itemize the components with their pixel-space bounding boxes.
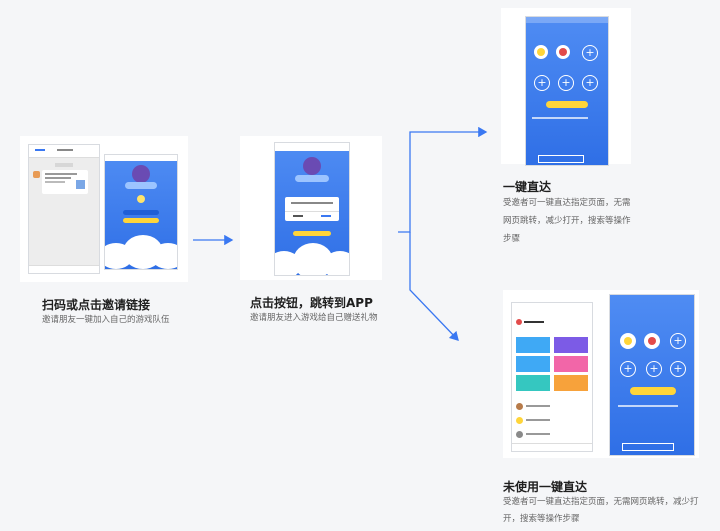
player-avatar-1 — [620, 333, 636, 349]
cancel-button[interactable] — [293, 215, 303, 217]
avatar-icon — [137, 195, 145, 203]
player-avatar-2 — [644, 333, 660, 349]
avatar-icon — [33, 171, 40, 178]
plus-icon[interactable]: + — [558, 75, 574, 91]
plus-icon[interactable]: + — [582, 45, 598, 61]
game-tile[interactable] — [516, 356, 550, 372]
game-tile[interactable] — [554, 356, 588, 372]
avatar-icon — [516, 431, 523, 438]
plus-icon[interactable]: + — [646, 361, 662, 377]
plus-icon[interactable]: + — [534, 75, 550, 91]
start-game-button[interactable] — [630, 387, 676, 395]
chat-input[interactable] — [538, 155, 584, 163]
mascot-icon — [132, 165, 150, 183]
plus-icon[interactable]: + — [582, 75, 598, 91]
plus-icon[interactable]: + — [670, 361, 686, 377]
game-tile[interactable] — [516, 375, 550, 391]
step1-desc: 邀请朋友一键加入自己的游戏队伍 — [42, 315, 170, 325]
open-app-dialog[interactable] — [285, 197, 339, 221]
game-room-phone-mockup: + + + + — [525, 16, 609, 166]
branch-connector-lower — [409, 232, 459, 341]
start-game-button[interactable] — [546, 101, 588, 108]
step4-desc-line2: 开，搜索等操作步骤 — [503, 514, 580, 524]
step2-title: 点击按钮，跳转到APP — [250, 296, 373, 310]
game-room-phone-mockup-2: + + + + — [609, 294, 695, 456]
player-avatar-1 — [534, 45, 548, 59]
join-button[interactable] — [123, 210, 159, 215]
branch-connector — [398, 126, 488, 233]
step1-card — [20, 136, 188, 282]
step3-title: 一键直达 — [503, 180, 552, 194]
step3-desc-line2: 网页跳转，减少打开，搜索等操作 — [503, 216, 631, 226]
app-home-phone-mockup — [511, 302, 593, 452]
mascot-icon — [303, 157, 321, 175]
open-app-button[interactable] — [123, 218, 159, 223]
step3-desc-line3: 步骤 — [503, 234, 521, 244]
step1-title: 扫码或点击邀请链接 — [42, 298, 151, 312]
game-tile[interactable] — [554, 337, 588, 353]
dialog-phone-mockup — [274, 142, 350, 276]
landing-phone-mockup — [104, 154, 178, 270]
avatar-icon — [516, 319, 522, 325]
chat-input[interactable] — [622, 443, 674, 451]
invite-link-bubble[interactable] — [42, 170, 88, 194]
step4-desc-line1: 受邀者可一键直达指定页面，无需网页跳转，减少打 — [503, 497, 699, 507]
step2-desc: 邀请朋友进入游戏给自己赠送礼物 — [250, 313, 378, 323]
avatar-icon — [516, 403, 523, 410]
player-avatar-2 — [556, 45, 570, 59]
confirm-button[interactable] — [321, 215, 331, 217]
plus-icon[interactable]: + — [620, 361, 636, 377]
step4-title: 未使用一键直达 — [503, 480, 588, 494]
avatar-icon — [516, 417, 523, 424]
step4-card: + + + + — [503, 290, 699, 458]
step2-card — [240, 136, 382, 280]
game-tile[interactable] — [554, 375, 588, 391]
plus-icon[interactable]: + — [670, 333, 686, 349]
step3-desc-line1: 受邀者可一键直达指定页面，无需 — [503, 198, 631, 208]
game-tile[interactable] — [516, 337, 550, 353]
step3-card: + + + + — [501, 8, 631, 166]
chat-phone-mockup — [28, 144, 100, 274]
